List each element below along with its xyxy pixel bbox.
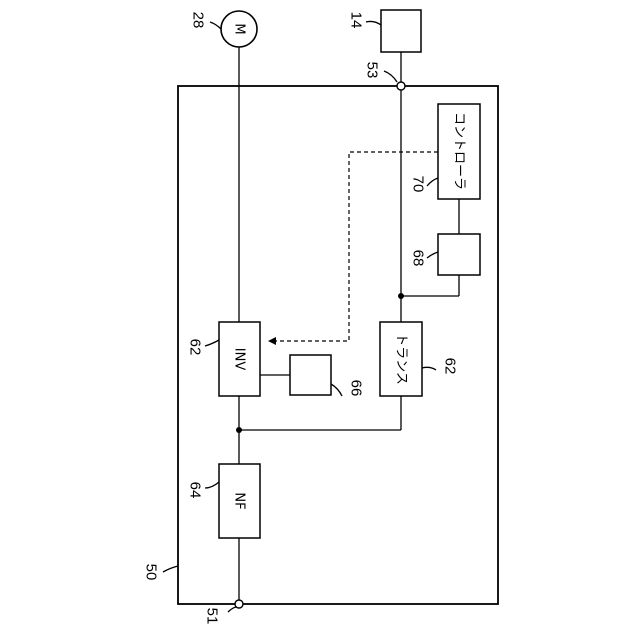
controller-label: コントローラ	[452, 112, 467, 190]
control-arrow-icon	[268, 337, 276, 345]
ref-28: 28	[190, 12, 207, 29]
leader-53	[384, 71, 397, 82]
ref-64: 64	[187, 482, 204, 499]
ref-70: 70	[410, 176, 427, 193]
leader-64	[205, 482, 219, 488]
leader-62-trans	[422, 367, 436, 370]
block-66	[290, 355, 331, 395]
leader-50	[163, 566, 178, 572]
leader-70	[427, 178, 438, 186]
ref-62-inverter: 62	[187, 339, 204, 356]
transformer-label: トランス	[394, 333, 409, 385]
ref-14: 14	[348, 12, 365, 29]
terminal-53	[397, 82, 405, 90]
leader-14	[366, 21, 381, 25]
leader-28	[210, 22, 221, 29]
junction-dot	[236, 427, 242, 433]
block-68	[438, 234, 480, 275]
block-14	[381, 10, 421, 52]
junction-dot	[398, 293, 404, 299]
motor-label: M	[232, 23, 247, 34]
ref-51: 51	[204, 608, 221, 625]
ref-53: 53	[364, 62, 381, 79]
leader-51	[228, 607, 236, 612]
ref-62-transformer: 62	[442, 358, 459, 375]
leader-66	[331, 384, 342, 396]
leader-62-inv	[205, 340, 219, 346]
ref-50: 50	[143, 564, 160, 581]
ref-68: 68	[410, 250, 427, 267]
leader-68	[427, 252, 438, 258]
inverter-label: INV	[232, 348, 247, 371]
terminal-51	[235, 600, 243, 608]
noise-filter-label: NF	[232, 492, 247, 509]
ref-66: 66	[348, 380, 365, 397]
